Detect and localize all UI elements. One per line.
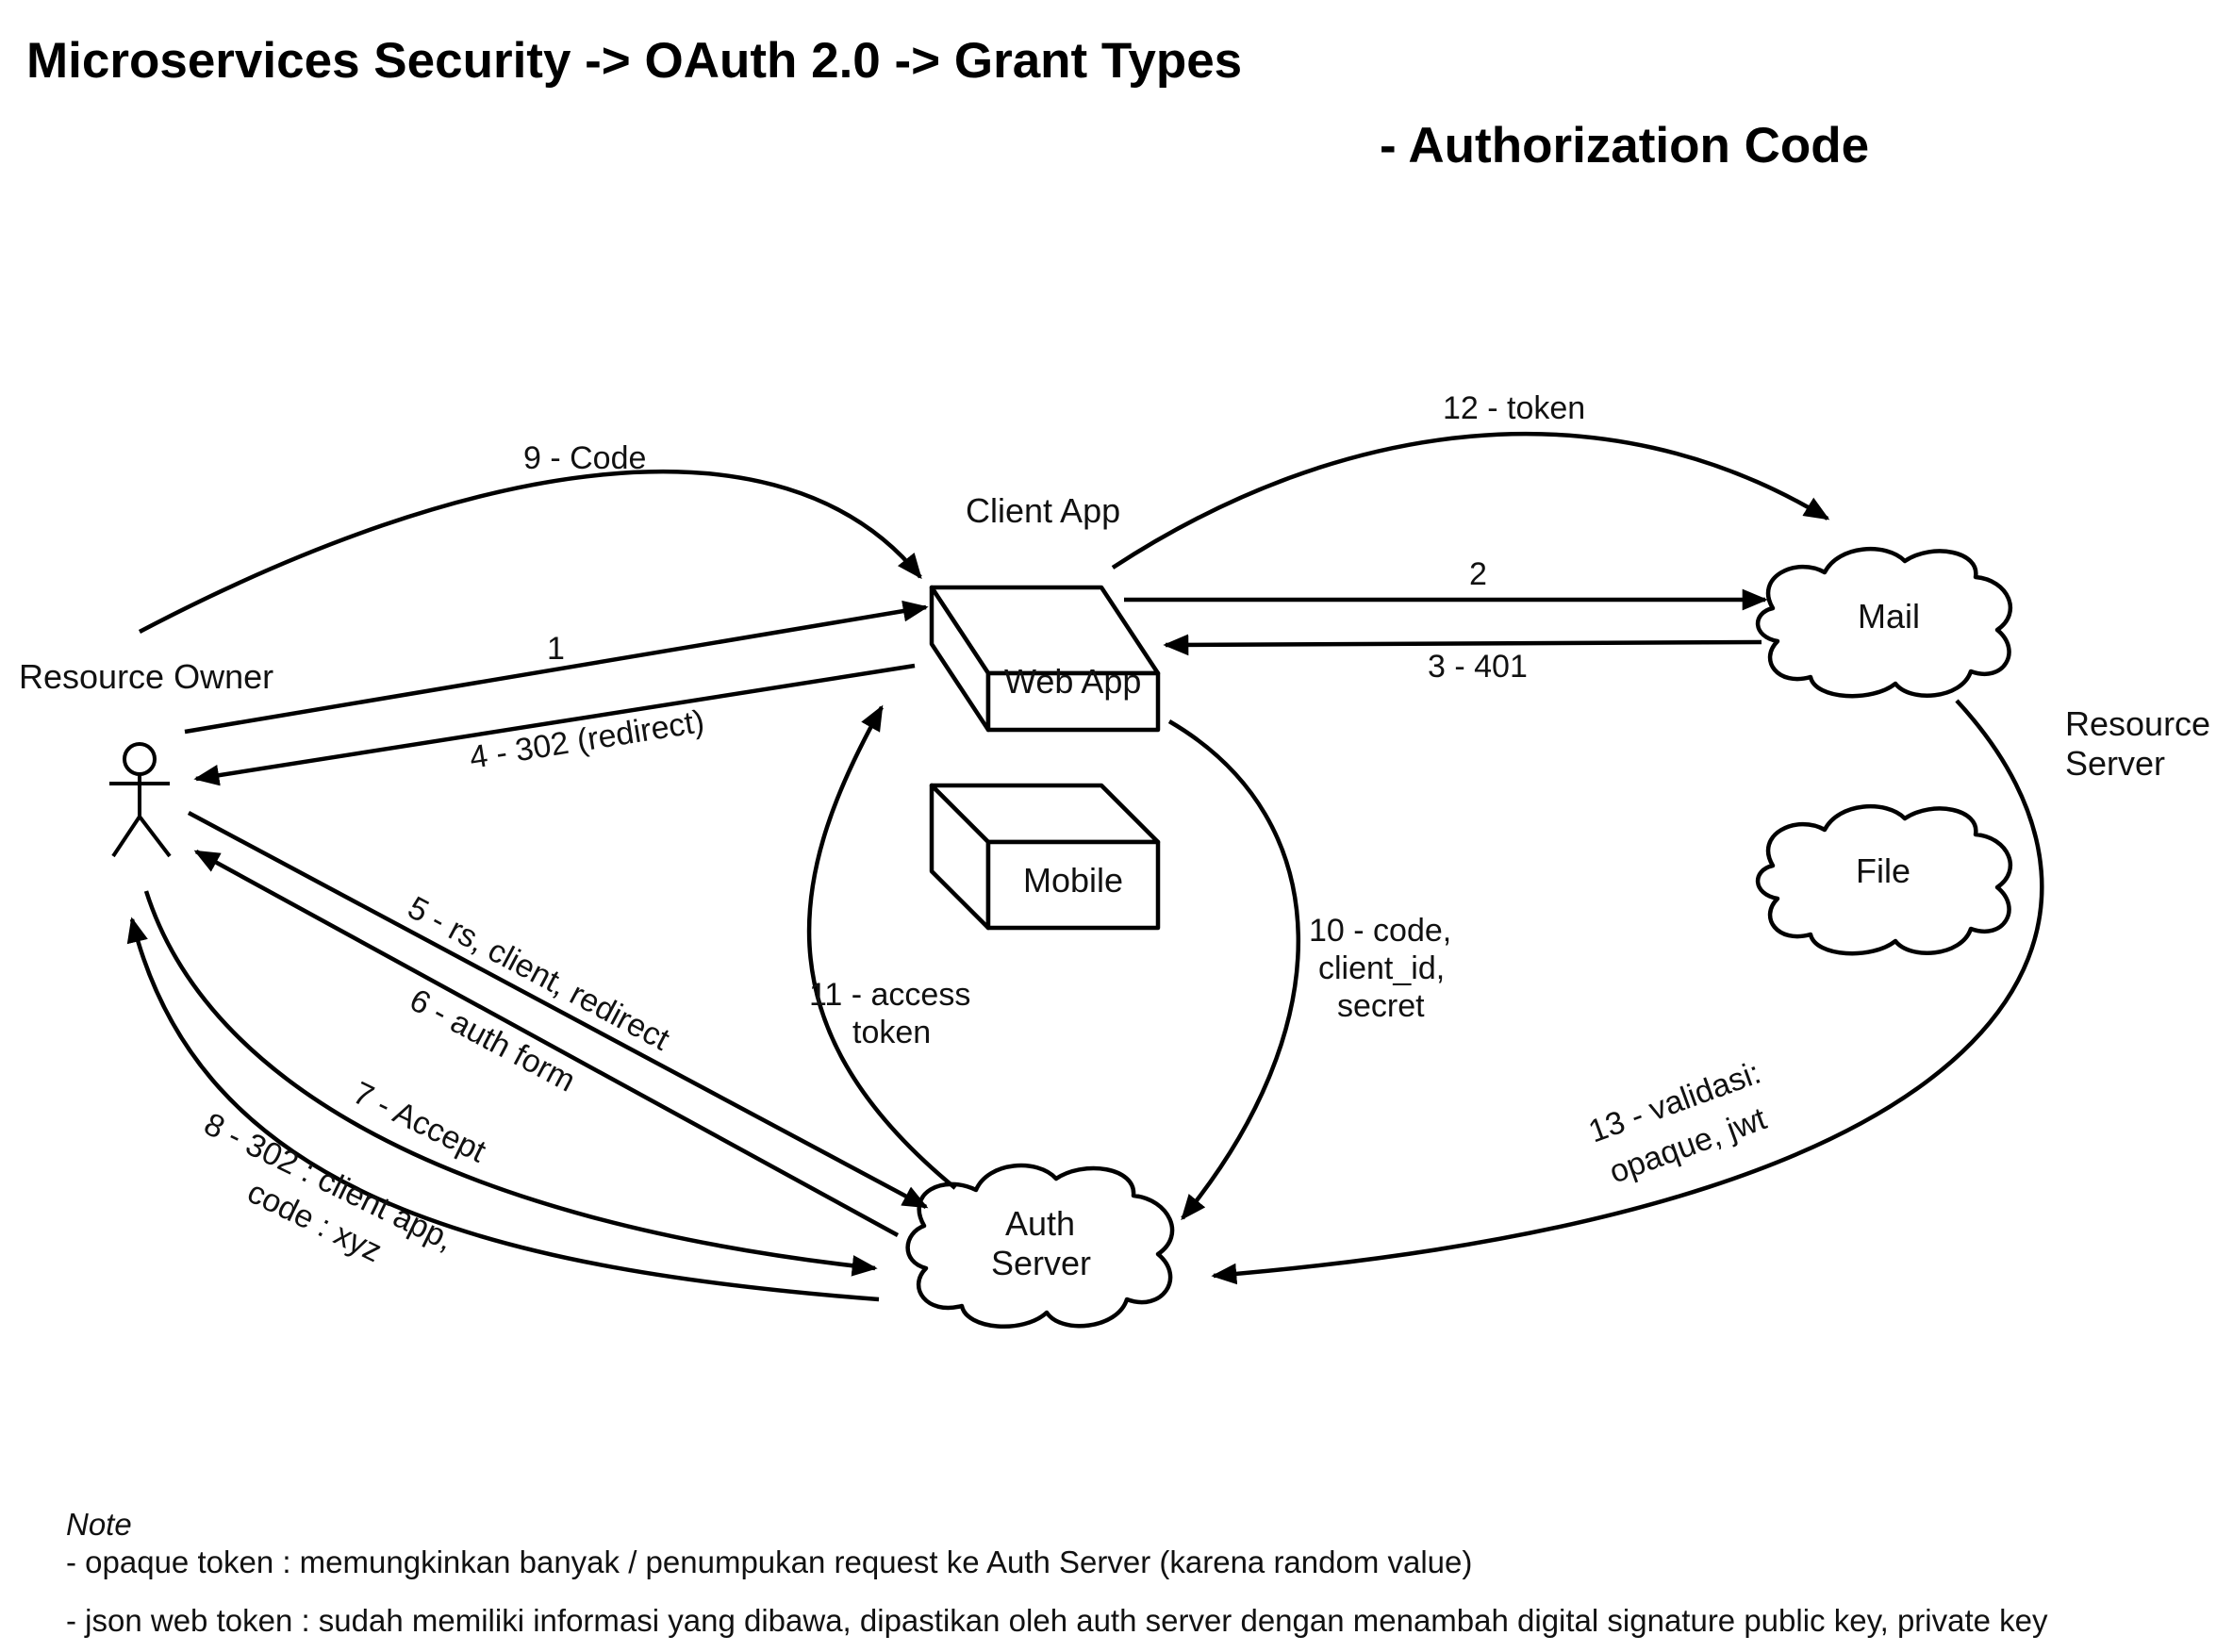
- edge-4-label: 4 - 302 (redirect): [467, 703, 706, 776]
- edge-1-label: 1: [547, 631, 565, 667]
- client-app-label: Client App: [966, 491, 1120, 530]
- auth-server-cloud-node: [905, 1163, 1175, 1330]
- edge-7-arrow: [143, 890, 878, 1277]
- edge-11-arrow: [806, 704, 957, 1190]
- note-line-jwt: - json web token : sudah memiliki inform…: [66, 1603, 2048, 1638]
- edge-8-arrow: [126, 917, 880, 1302]
- note-line-opaque: - opaque token : memungkinkan banyak / p…: [66, 1545, 1472, 1579]
- mobile-label: Mobile: [1023, 861, 1123, 900]
- edge-4-arrow: [193, 663, 916, 786]
- resource-owner-label: Resource Owner: [19, 657, 273, 696]
- edge-10-label-line3: secret: [1337, 988, 1425, 1024]
- note-heading: Note: [66, 1507, 132, 1542]
- auth-server-label-line2: Server: [991, 1244, 1091, 1282]
- web-app-node: [929, 585, 1161, 733]
- edge-11-label-line1: 11 - access: [809, 977, 970, 1013]
- edge-10-arrow: [1167, 719, 1301, 1221]
- edge-9-arrow: [138, 470, 922, 634]
- mobile-node: [929, 783, 1161, 931]
- edge-5-arrow: [187, 811, 929, 1209]
- file-label: File: [1856, 851, 1910, 890]
- page-title: Microservices Security -> OAuth 2.0 -> G…: [26, 33, 1242, 89]
- file-cloud-node: [1755, 804, 2013, 956]
- edge-11-label-line2: token: [852, 1015, 931, 1050]
- edge-10-label-line1: 10 - code,: [1309, 913, 1451, 949]
- edge-3-label: 3 - 401: [1428, 649, 1528, 685]
- edge-6-arrow: [193, 850, 900, 1237]
- mail-label: Mail: [1858, 597, 1920, 636]
- edge-10-label-line2: client_id,: [1318, 950, 1445, 986]
- edge-2-label: 2: [1469, 556, 1487, 592]
- mail-cloud-node: [1755, 547, 2013, 699]
- resource-owner-actor-icon: [109, 742, 172, 858]
- page-subtitle: - Authorization Code: [1380, 118, 1869, 173]
- edge-3-arrow: [1163, 634, 1762, 656]
- web-app-label: Web App: [1004, 662, 1141, 701]
- edge-1-arrow: [184, 600, 929, 735]
- edge-13-arrow: [1211, 699, 2044, 1285]
- edge-12-arrow: [1111, 431, 1830, 570]
- resource-server-label-line2: Server: [2065, 744, 2165, 783]
- auth-server-label-line1: Auth: [1005, 1204, 1075, 1243]
- edge-9-label: 9 - Code: [523, 440, 646, 476]
- edge-12-label: 12 - token: [1443, 390, 1585, 426]
- resource-server-label-line1: Resource: [2065, 704, 2210, 743]
